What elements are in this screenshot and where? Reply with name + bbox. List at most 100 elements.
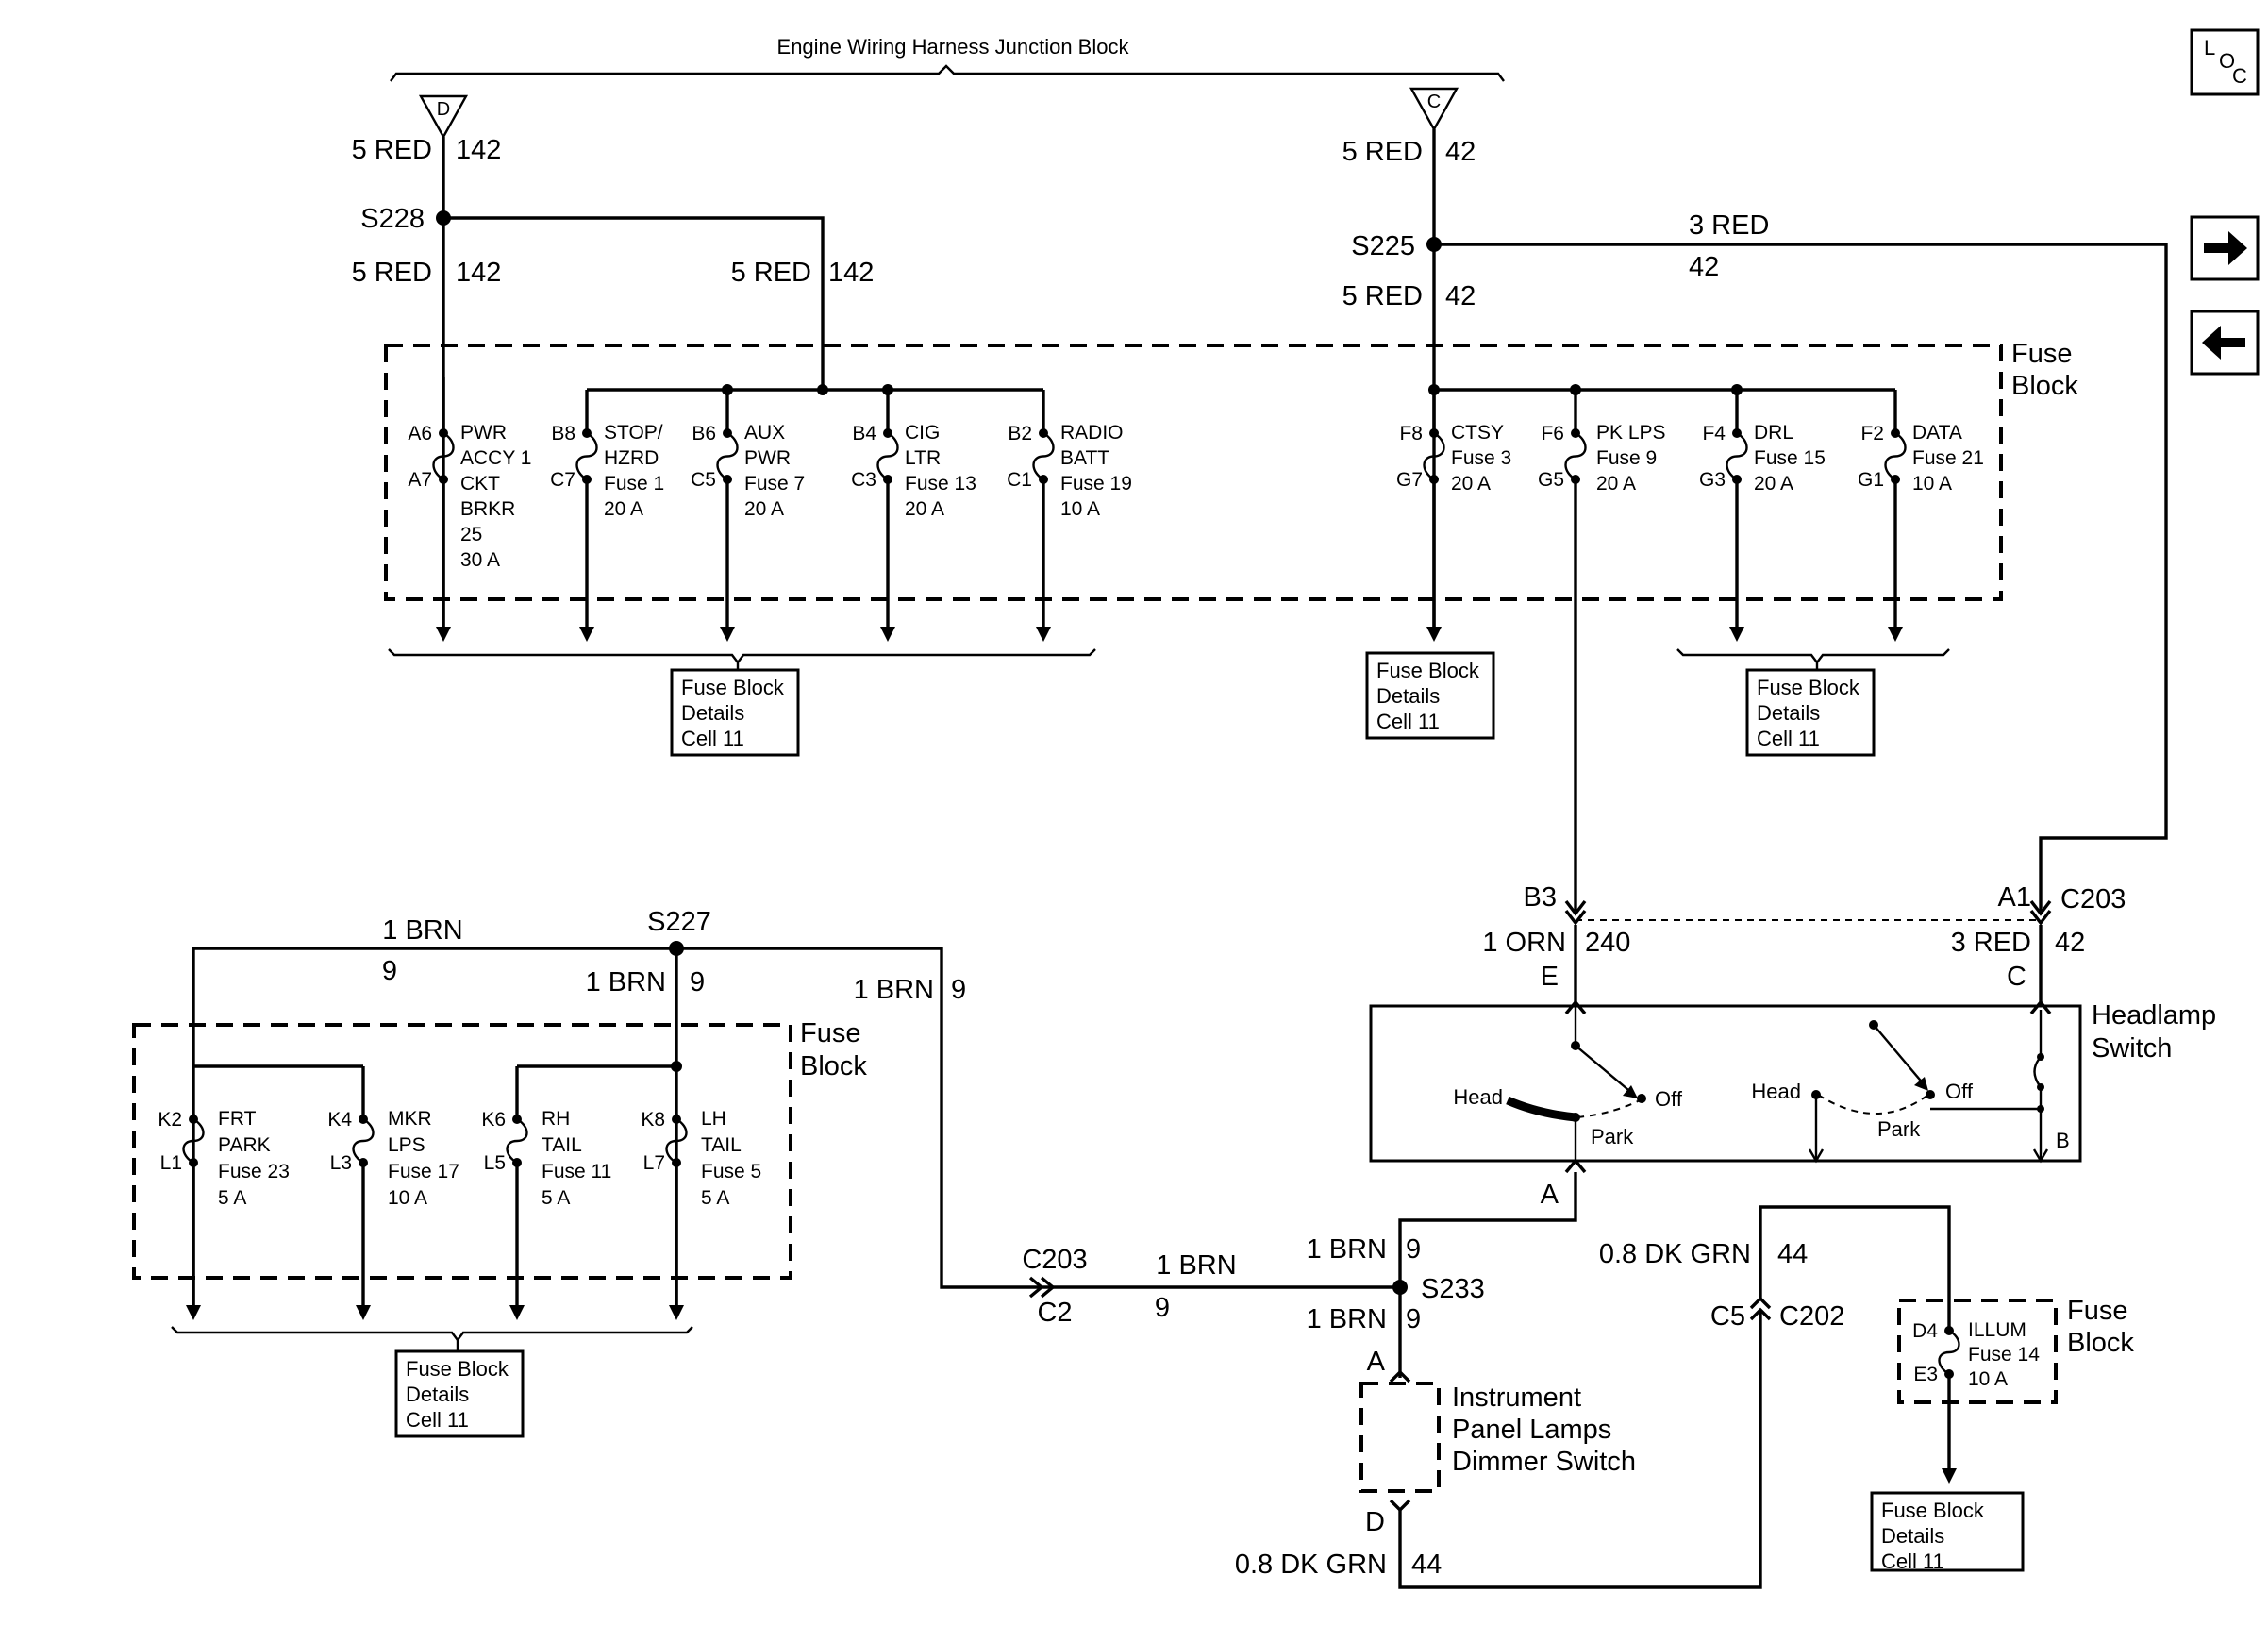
fuse-label: PK LPS: [1596, 422, 1666, 444]
svg-text:1 BRN: 1 BRN: [1307, 1234, 1387, 1265]
arrow-down-icon: [1426, 627, 1442, 642]
fuse-pin-in: K8: [641, 1109, 665, 1131]
arrow-down-icon: [509, 1305, 525, 1320]
fuse-label: LTR: [905, 447, 941, 469]
fuse-icon: [665, 1117, 688, 1165]
fuse-pin-in: F6: [1541, 423, 1564, 444]
fuse-icon: [1423, 431, 1445, 481]
svg-text:9: 9: [1406, 1304, 1421, 1334]
fuse-pin-in: K2: [158, 1109, 182, 1131]
svg-text:C: C: [1427, 92, 1441, 112]
headlamp-switch[interactable]: [1369, 1004, 2082, 1163]
fuse-label: 10 A: [1968, 1368, 2008, 1390]
ref-box-line: Fuse Block: [1376, 659, 1480, 682]
ref-box-line: Details: [1757, 701, 1820, 725]
arrow-down-icon: [1888, 627, 1903, 642]
svg-text:B3: B3: [1524, 882, 1557, 913]
fuse-label: PWR: [744, 447, 791, 469]
fuse-icon: [1884, 431, 1907, 481]
svg-text:D: D: [437, 99, 450, 120]
svg-text:C202: C202: [1779, 1301, 1844, 1332]
svg-text:42: 42: [2055, 928, 2085, 958]
fuse-label: CTSY: [1451, 422, 1504, 444]
headlamp-switch-right-contacts: [1808, 1010, 2049, 1164]
fuse-label: DATA: [1912, 422, 1962, 444]
svg-text:C: C: [2007, 962, 2026, 992]
fuse-pin-out: L3: [330, 1152, 352, 1174]
ref-box-line: Details: [681, 701, 744, 725]
svg-text:42: 42: [1689, 252, 1719, 282]
fuse-pin-out: L1: [160, 1152, 182, 1174]
fuse-label: 10 A: [388, 1187, 427, 1209]
svg-text:9: 9: [1155, 1293, 1170, 1323]
ref-box-line: Fuse Block: [406, 1357, 509, 1381]
fuse-icon: [1726, 431, 1748, 481]
svg-text:3 RED: 3 RED: [1951, 928, 2031, 958]
arrow-right-icon[interactable]: [2190, 215, 2260, 281]
fuse-icon: [352, 1117, 375, 1165]
svg-text:Panel Lamps: Panel Lamps: [1452, 1415, 1611, 1445]
svg-text:Fuse: Fuse: [2011, 339, 2072, 369]
svg-text:A: A: [1541, 1180, 1559, 1210]
svg-text:A1: A1: [1998, 882, 2031, 913]
svg-text:C5: C5: [1710, 1301, 1745, 1332]
ref-box-line: Details: [1881, 1524, 1944, 1548]
svg-text:C203: C203: [1022, 1245, 1087, 1275]
fuse-icon: [1564, 431, 1587, 481]
dimmer-switch[interactable]: [1359, 1382, 1441, 1493]
loc-icon[interactable]: L O C: [2190, 28, 2260, 96]
upper-fuse-block: [384, 344, 2003, 601]
ref-box-line: Details: [1376, 684, 1440, 708]
fuse-pin-out: L5: [484, 1152, 506, 1174]
fuse-icon: [716, 431, 739, 481]
arrow-down-icon: [1036, 627, 1051, 642]
svg-text:S225: S225: [1351, 231, 1415, 261]
svg-text:S227: S227: [647, 907, 711, 937]
fuse-label: ACCY 1: [460, 447, 531, 469]
svg-text:44: 44: [1411, 1550, 1442, 1580]
fuse-label: DRL: [1754, 422, 1793, 444]
svg-text:S228: S228: [360, 204, 425, 234]
svg-text:3 RED: 3 RED: [1689, 210, 1769, 241]
arrow-down-icon: [436, 627, 451, 642]
arrow-left-icon[interactable]: [2190, 310, 2260, 376]
svg-text:Headlamp: Headlamp: [2092, 1000, 2216, 1031]
fuse-label: TAIL: [542, 1134, 582, 1156]
ref-box-line: Fuse Block: [681, 676, 785, 699]
fuse-label: AUX: [744, 422, 785, 444]
svg-text:B: B: [2056, 1129, 2070, 1152]
svg-text:Instrument: Instrument: [1452, 1383, 1581, 1413]
ref-box-line: Cell 11: [1881, 1550, 1944, 1573]
fuse-label: 10 A: [1912, 473, 1952, 495]
svg-text:9: 9: [382, 956, 397, 986]
svg-text:240: 240: [1585, 928, 1630, 958]
svg-text:42: 42: [1445, 281, 1476, 311]
fuse-label: LPS: [388, 1134, 425, 1156]
svg-text:C2: C2: [1037, 1298, 1072, 1328]
fuse-label: 20 A: [1596, 473, 1636, 495]
fuse-label: 20 A: [1754, 473, 1793, 495]
fuse-pin-out: G3: [1699, 469, 1726, 491]
svg-text:1 BRN: 1 BRN: [854, 975, 934, 1005]
svg-text:L: L: [2204, 36, 2215, 59]
fuse-label: 20 A: [905, 498, 944, 520]
